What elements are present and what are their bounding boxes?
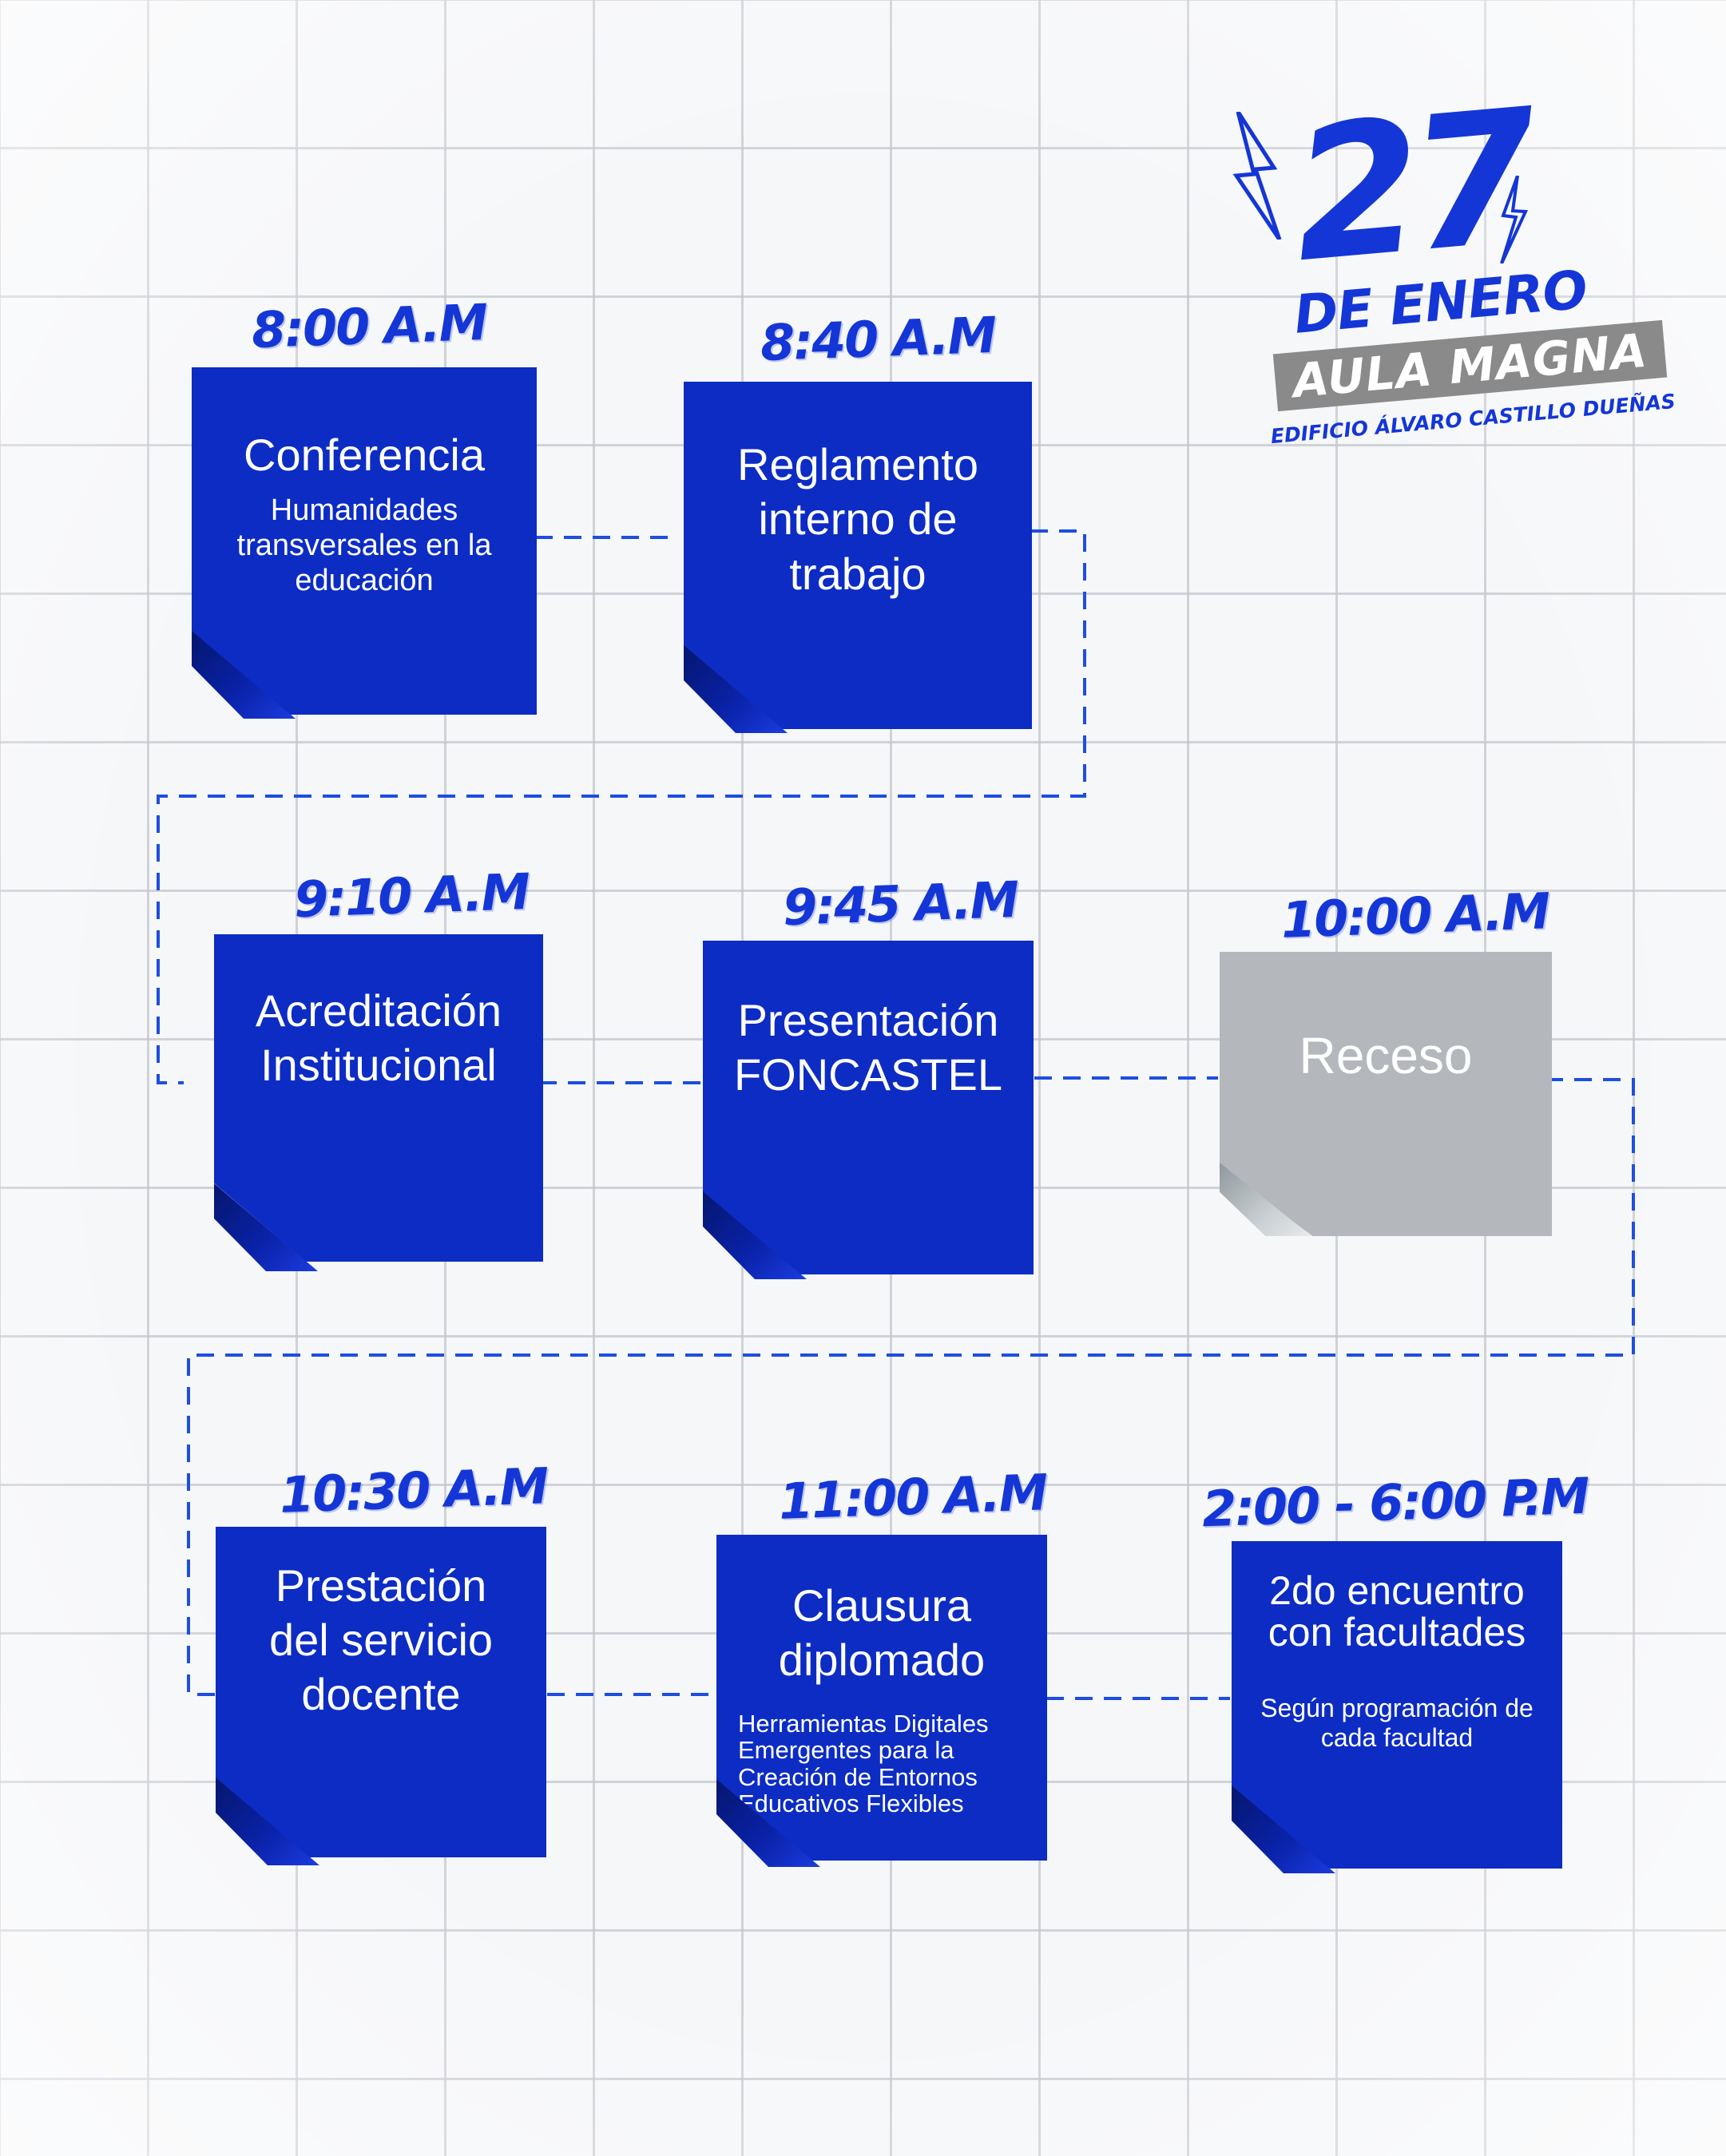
schedule-note: Acreditación Institucional [214, 934, 543, 1262]
schedule-note: Clausura diplomado Herramientas Digitale… [716, 1535, 1047, 1861]
time-label: 11:00 A.M [777, 1463, 1048, 1531]
date-venue-block: 27 DE ENERO AULA MAGNA EDIFICIO ÁLVARO C… [1230, 71, 1677, 479]
note-title: Presentación FONCASTEL [733, 994, 1003, 1100]
time-label: 8:40 A.M [759, 305, 997, 373]
note-title: Receso [1299, 1027, 1473, 1085]
note-title: Conferencia [244, 429, 485, 480]
note-subtitle: Herramientas Digitales Emergentes para l… [738, 1709, 989, 1818]
schedule-note: Reglamento interno de trabajo [684, 382, 1032, 729]
note-title: Reglamento interno de trabajo [737, 439, 978, 599]
event-day: 27 [1284, 70, 1537, 304]
schedule-note: 2do encuentro con facultades Según progr… [1232, 1541, 1562, 1869]
time-label: 10:00 A.M [1280, 882, 1550, 949]
connector-2-3 [157, 529, 1086, 1084]
lightning-bolt-icon [1232, 112, 1282, 240]
time-label: 9:45 A.M [781, 870, 1019, 937]
note-subtitle: Según programación de cada facultad [1260, 1693, 1534, 1752]
schedule-note: Presentación FONCASTEL [703, 941, 1034, 1274]
time-label: 10:30 A.M [278, 1456, 549, 1524]
lightning-bolt-icon [1500, 176, 1529, 264]
time-label: 8:00 A.M [250, 292, 488, 360]
schedule-note: Conferencia Humanidades transversales en… [192, 367, 537, 715]
note-title: Prestación del servicio docente [268, 1560, 494, 1720]
note-title: Acreditación Institucional [255, 985, 502, 1090]
schedule-note: Prestación del servicio docente [216, 1527, 546, 1857]
note-title: 2do encuentro con facultades [1268, 1567, 1526, 1655]
note-title: Clausura diplomado [778, 1580, 986, 1686]
note-subtitle: Humanidades transversales en la educació… [236, 493, 492, 597]
schedule-note-break: Receso [1220, 952, 1552, 1236]
time-label: 9:10 A.M [292, 862, 530, 929]
connector-5-6 [187, 1078, 1635, 1696]
